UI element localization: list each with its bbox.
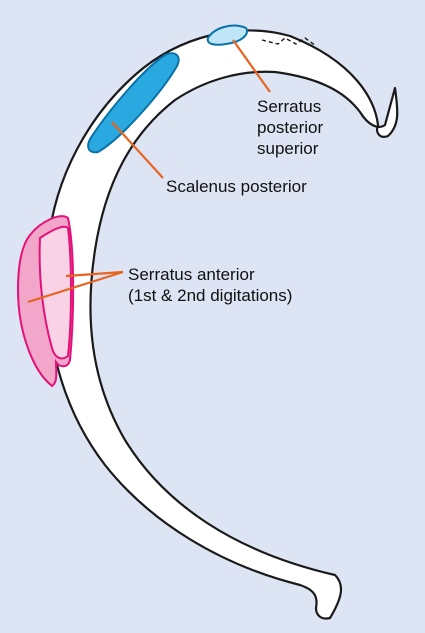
label-serratus-posterior-superior: Serratus posterior superior: [257, 97, 328, 158]
leader-serratus-posterior: [232, 39, 271, 93]
label-serratus-anterior-line-2: (1st & 2nd digitations): [128, 286, 292, 305]
label-serratus-posterior-superior-line-2: posterior: [257, 118, 323, 137]
label-serratus-anterior: Serratus anterior (1st & 2nd digitations…: [128, 265, 292, 305]
label-serratus-anterior-line-1: Serratus anterior: [128, 265, 255, 284]
label-scalenus-posterior: Scalenus posterior: [166, 177, 307, 196]
leader-lines: [27, 39, 271, 304]
leader-scalenus-posterior: [111, 121, 164, 179]
scalenus-posterior-attachment: [87, 52, 180, 154]
rib-rough-edge: [261, 37, 317, 47]
label-serratus-posterior-superior-line-3: superior: [257, 139, 319, 158]
leader-serratus-anterior-2: [27, 270, 124, 304]
first-rib: [45, 29, 399, 620]
leader-serratus-anterior-1: [65, 270, 124, 278]
serratus-posterior-superior-attachment: [206, 24, 248, 46]
label-serratus-posterior-superior-line-1: Serratus: [257, 97, 321, 116]
